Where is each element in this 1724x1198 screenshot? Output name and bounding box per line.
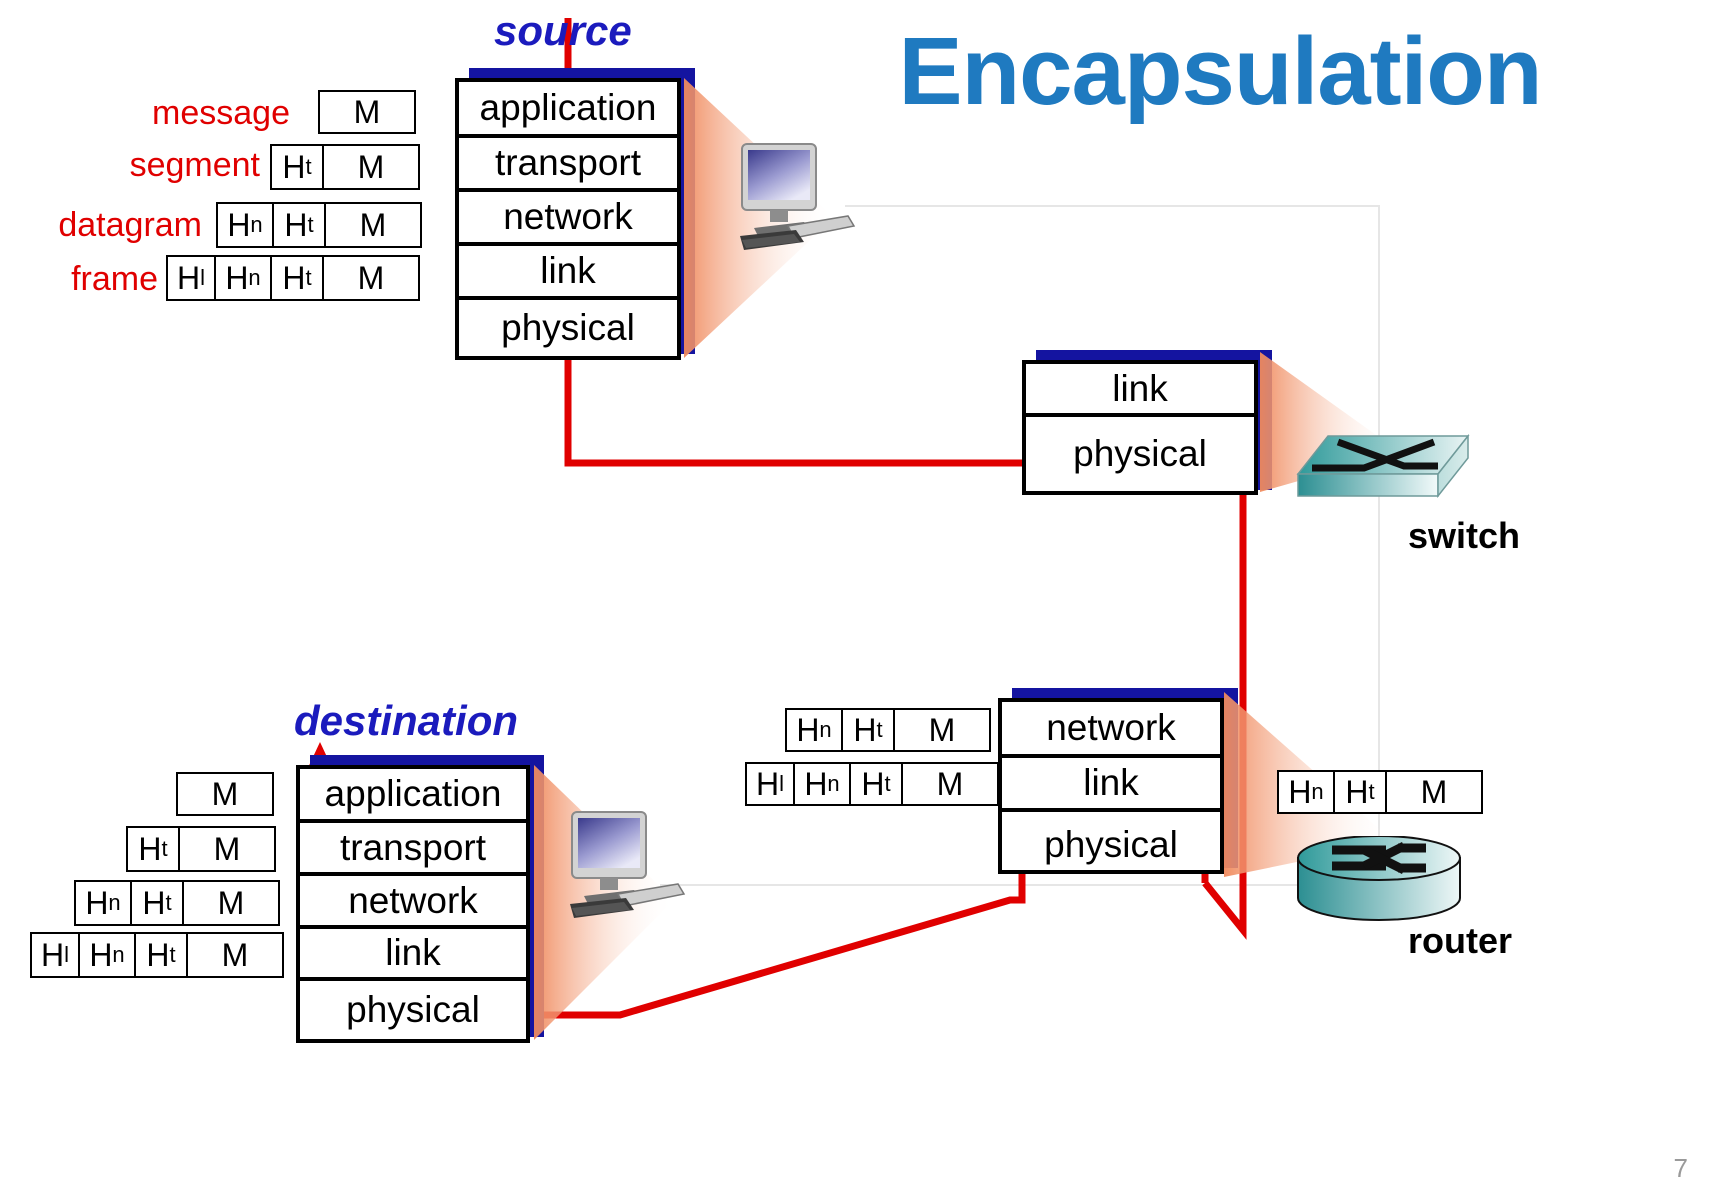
guide-line-horizontal-top xyxy=(845,205,1379,207)
source-stack-body: application transport network link physi… xyxy=(455,78,681,360)
source-beam xyxy=(684,78,834,358)
source-layer-transport: transport xyxy=(459,138,677,192)
source-label: source xyxy=(494,7,632,54)
destination-stack-body: application transport network link physi… xyxy=(296,765,530,1043)
router-stack-body: network link physical xyxy=(998,698,1224,874)
page-number: 7 xyxy=(1673,1153,1688,1183)
source-stack: application transport network link physi… xyxy=(455,68,695,360)
router-layer-network: network xyxy=(1002,702,1220,758)
switch-stack: link physical xyxy=(1022,350,1272,495)
destination-layer-network: network xyxy=(300,876,526,929)
source-layer-physical: physical xyxy=(501,307,635,348)
pdu-label-frame: frame xyxy=(71,260,158,298)
switch-caption: switch xyxy=(1408,515,1521,556)
destination-pdu-message: M xyxy=(176,772,274,816)
pdu-label-datagram: datagram xyxy=(58,206,202,244)
router-icon xyxy=(1297,836,1461,921)
destination-stack: application transport network link physi… xyxy=(296,755,546,1043)
pdu-cell-m: M xyxy=(322,144,420,190)
router-layer-physical: physical xyxy=(1044,824,1178,865)
pdu-cell-m: M xyxy=(893,708,991,752)
destination-computer-icon xyxy=(570,811,686,918)
source-layer-application: application xyxy=(459,82,677,138)
switch-stack-body: link physical xyxy=(1022,360,1258,495)
router-stack: network link physical xyxy=(998,688,1238,874)
source-pdu-message: M xyxy=(318,90,416,134)
guide-line-vertical xyxy=(1378,205,1380,885)
pdu-cell-m: M xyxy=(176,772,274,816)
router-caption: router xyxy=(1408,920,1513,961)
destination-layer-application: application xyxy=(300,769,526,823)
source-layer-link: link xyxy=(459,246,677,300)
pdu-label-message: message xyxy=(152,94,290,132)
pdu-label-segment: segment xyxy=(129,146,260,184)
pdu-cell-m: M xyxy=(324,202,422,248)
destination-layer-physical: physical xyxy=(346,989,480,1030)
switch-layer-link: link xyxy=(1026,364,1254,417)
destination-layer-link: link xyxy=(300,929,526,981)
page-title: Encapsulation xyxy=(898,18,1542,125)
source-layer-network: network xyxy=(459,192,677,246)
switch-icon xyxy=(1296,433,1470,499)
pdu-cell-m: M xyxy=(901,762,999,806)
switch-layer-physical: physical xyxy=(1073,433,1207,474)
destination-layer-transport: transport xyxy=(300,823,526,876)
pdu-cell-m: M xyxy=(318,90,416,134)
pdu-cell-m: M xyxy=(322,255,420,301)
pdu-cell-m: M xyxy=(178,826,276,872)
pdu-cell-m: M xyxy=(182,880,280,926)
source-computer-icon xyxy=(740,143,856,250)
router-layer-link: link xyxy=(1002,758,1220,812)
pdu-cell-m: M xyxy=(186,932,284,978)
destination-label: destination xyxy=(294,697,519,744)
pdu-cell-m: M xyxy=(1385,770,1483,814)
